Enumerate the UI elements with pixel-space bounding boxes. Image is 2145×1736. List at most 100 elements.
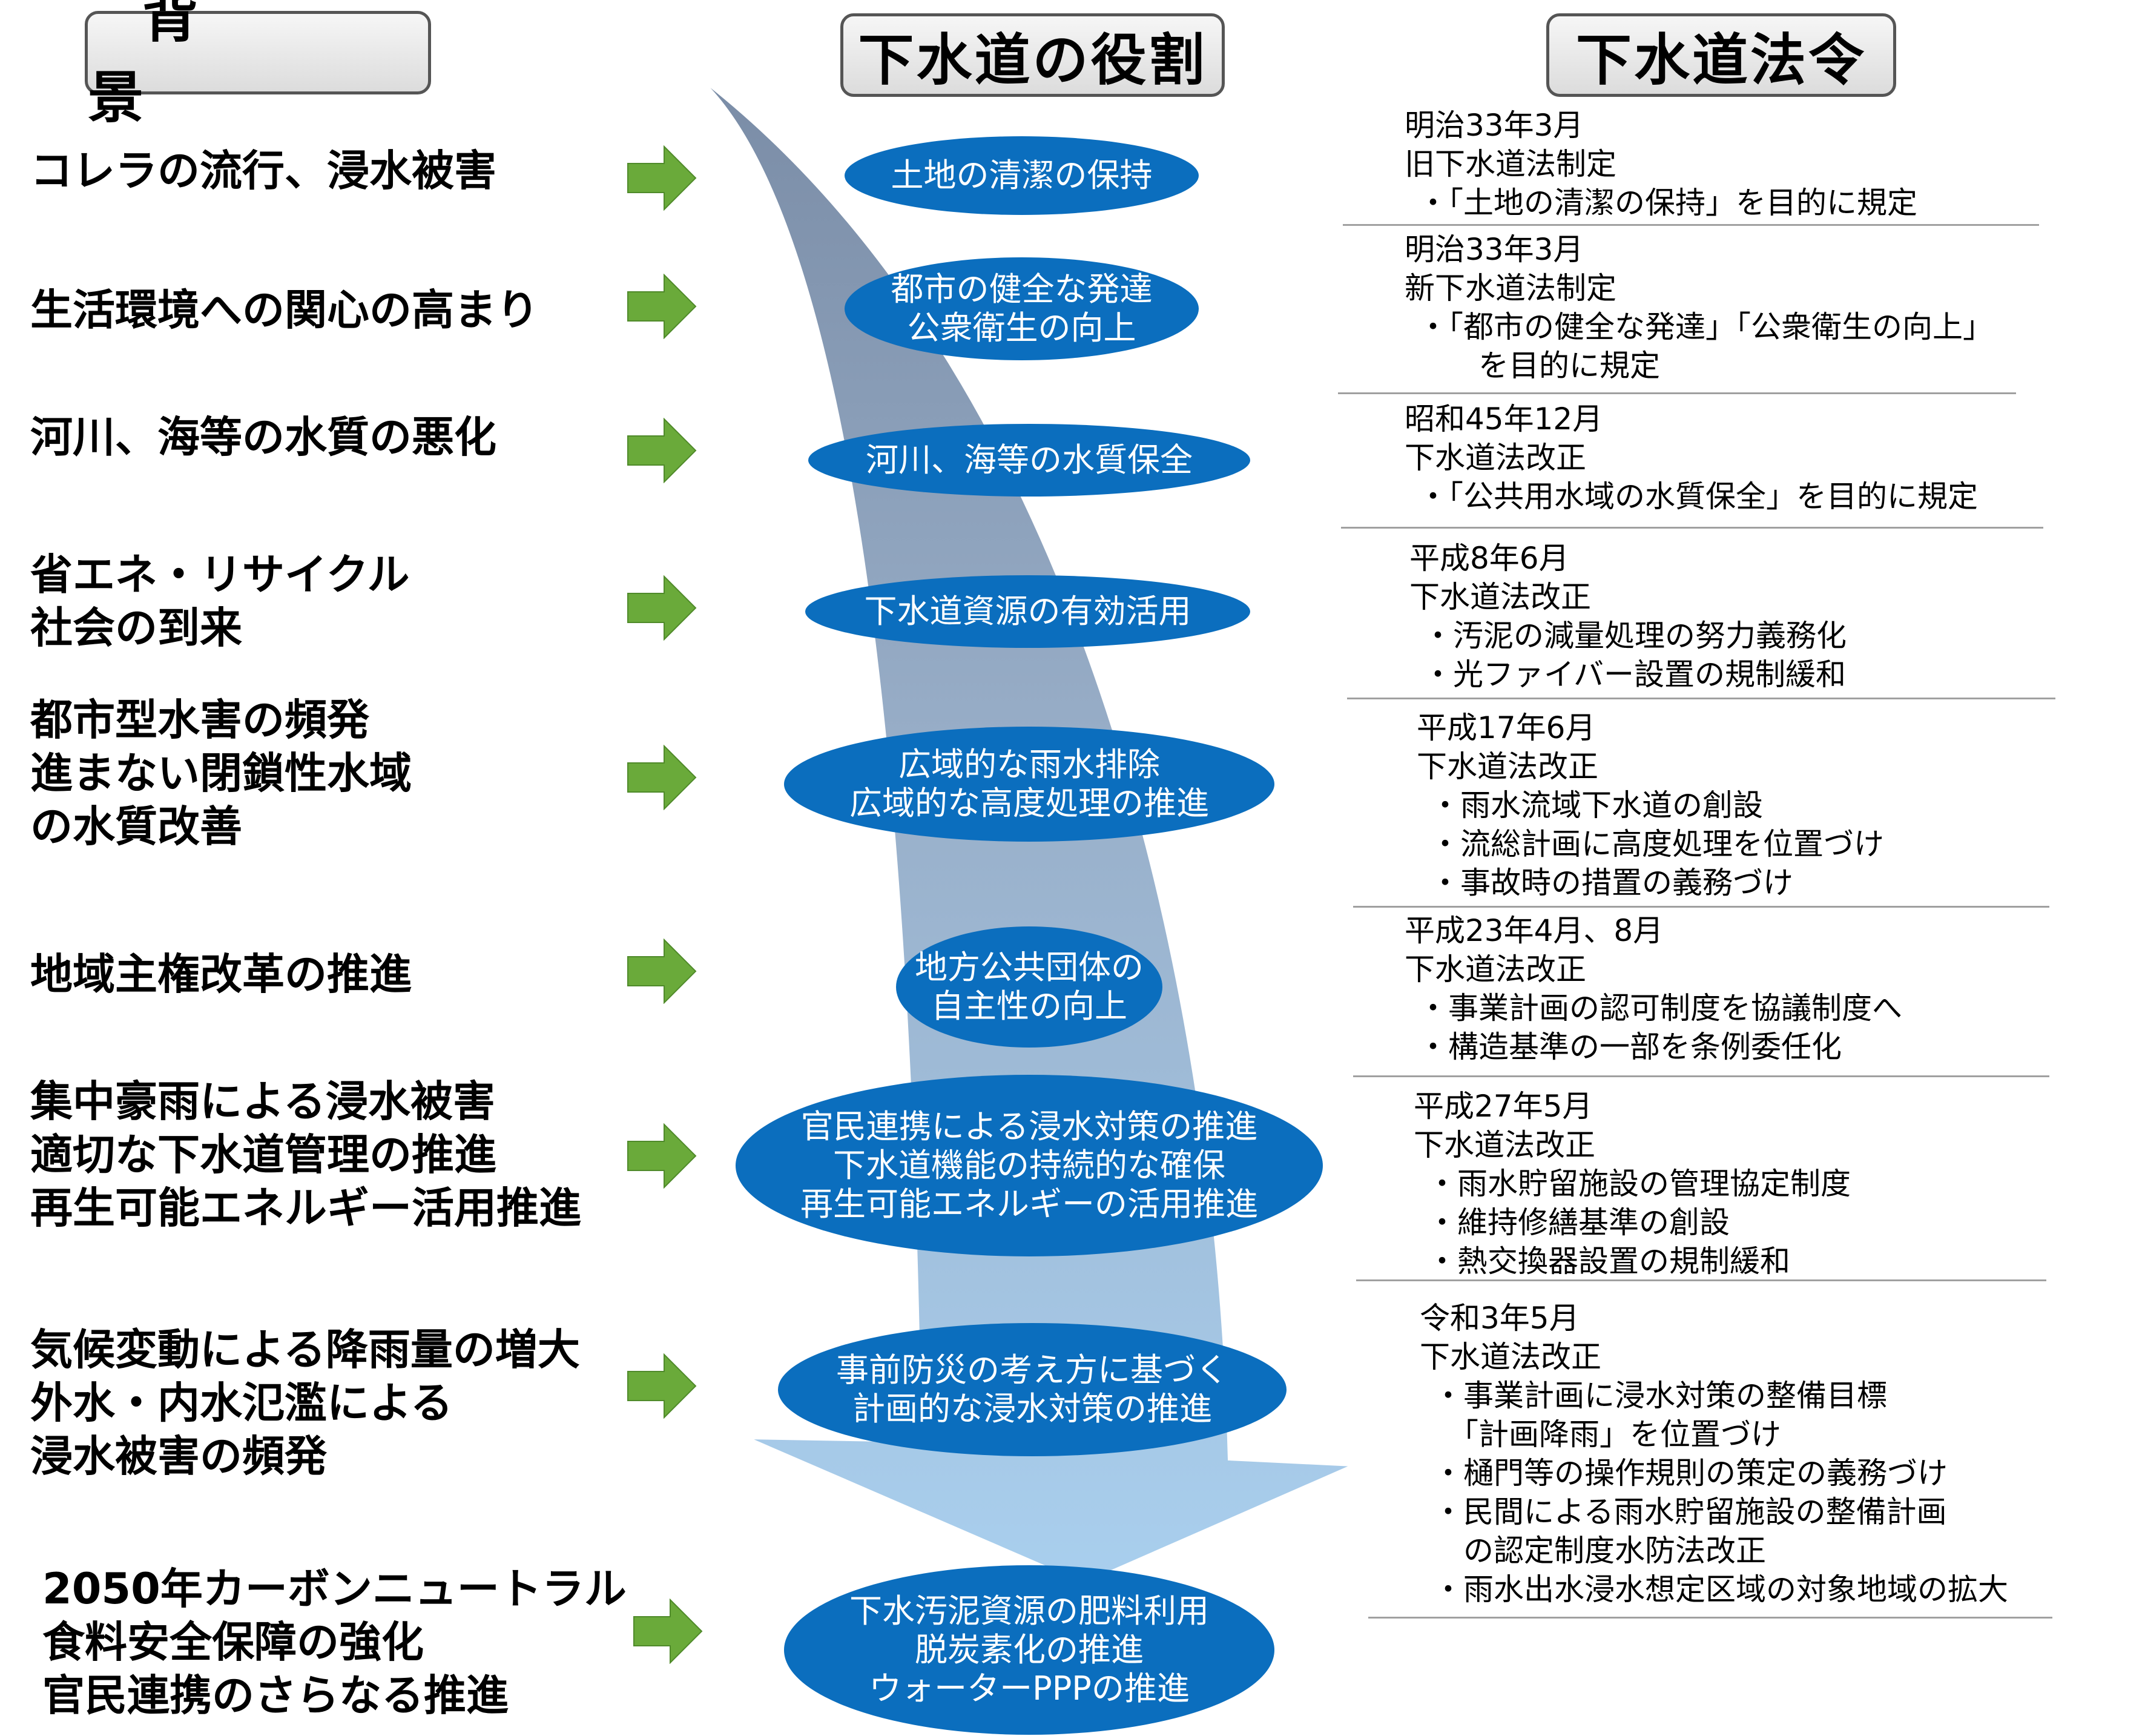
background-item: 集中豪雨による浸水被害適切な下水道管理の推進再生可能エネルギー活用推進 [30,1075,636,1235]
header-law: 下水道法令 [1546,13,1896,97]
law-divider [1353,906,2049,908]
role-line: ウォーターPPPの推進 [869,1669,1190,1708]
background-item: 河川、海等の水質の悪化 [30,411,636,464]
law-date: 平成17年6月 [1417,710,1596,745]
role-ellipse: 河川、海等の水質保全 [808,424,1250,497]
law-date: 明治33年3月 [1405,108,1584,143]
law-entry: 明治33年3月新下水道法制定・「都市の健全な発達」「公衆衛生の向上」 を目的に規… [1405,230,1993,385]
background-line: コレラの流行、浸水被害 [30,146,496,196]
role-line: 河川、海等の水質保全 [866,441,1193,479]
law-act: 下水道法改正 [1405,440,1586,475]
background-item: 2050年カーボンニュートラル食料安全保障の強化官民連携のさらなる推進 [42,1562,648,1722]
law-item: ・「公共用水域の水質保全」を目的に規定 [1418,479,1978,514]
background-line: 適切な下水道管理の推進 [30,1130,496,1180]
law-divider [1368,1617,2052,1619]
law-date: 明治33年3月 [1405,232,1584,267]
law-item: ・事業計画の認可制度を協議制度へ [1418,991,1902,1026]
background-line: 再生可能エネルギー活用推進 [30,1183,581,1233]
law-entry: 平成17年6月下水道法改正・雨水流域下水道の創設・流総計画に高度処理を位置づけ・… [1417,708,1884,902]
law-entry: 明治33年3月旧下水道法制定・「土地の清潔の保持」を目的に規定 [1405,106,1917,222]
law-act: 下水道法改正 [1405,952,1586,987]
role-ellipse: 下水汚泥資源の肥料利用脱炭素化の推進ウォーターPPPの推進 [784,1565,1274,1735]
role-ellipse: 地方公共団体の自主性の向上 [896,926,1162,1048]
role-ellipse: 都市の健全な発達公衆衛生の向上 [845,257,1199,360]
right-arrow-icon [627,274,697,339]
background-line: 2050年カーボンニュートラル [42,1564,627,1614]
law-item: ・事業計画に浸水対策の整備目標 [1433,1378,1887,1413]
background-line: 都市型水害の頻発 [30,695,369,745]
law-date: 平成27年5月 [1414,1089,1593,1124]
role-ellipse: 広域的な雨水排除広域的な高度処理の推進 [784,727,1274,842]
role-ellipse: 官民連携による浸水対策の推進下水道機能の持続的な確保再生可能エネルギーの活用推進 [736,1075,1323,1256]
law-item: を目的に規定 [1418,348,1660,383]
background-line: 気候変動による降雨量の増大 [30,1325,580,1375]
header-role: 下水道の役割 [840,13,1225,97]
law-act: 新下水道法制定 [1405,271,1616,306]
background-line: 官民連携のさらなる推進 [42,1671,509,1720]
right-arrow-icon [627,939,697,1004]
law-item: ・「都市の健全な発達」「公衆衛生の向上」 [1418,309,1993,345]
role-ellipse: 下水道資源の有効活用 [805,575,1250,648]
law-item: ・熱交換器設置の規制緩和 [1427,1244,1790,1279]
background-line: 浸水被害の頻発 [30,1431,327,1481]
background-line: 社会の到来 [30,603,242,653]
law-item: の認定制度水防法改正 [1433,1533,1766,1568]
role-line: 下水道機能の持続的な確保 [833,1146,1225,1184]
role-line: 下水汚泥資源の肥料利用 [849,1592,1209,1630]
role-line: 土地の清潔の保持 [891,156,1153,194]
background-line: 外水・内水氾濫による [30,1378,453,1428]
law-entry: 平成27年5月下水道法改正・雨水貯留施設の管理協定制度・維持修繕基準の創設・熱交… [1414,1087,1851,1281]
header-background: 背 景 [85,0,431,130]
law-item: ・雨水出水浸水想定区域の対象地域の拡大 [1433,1572,2008,1607]
role-ellipse: 事前防災の考え方に基づく計画的な浸水対策の推進 [778,1323,1287,1456]
law-item: ・構造基準の一部を条例委任化 [1418,1029,1842,1064]
law-divider [1343,224,2039,226]
law-item: ・雨水流域下水道の創設 [1430,788,1763,823]
background-item: 生活環境への関心の高まり [30,283,636,337]
background-line: 集中豪雨による浸水被害 [30,1077,495,1126]
role-line: 下水道資源の有効活用 [864,592,1191,630]
law-item: ・雨水貯留施設の管理協定制度 [1427,1166,1851,1201]
right-arrow-icon [627,418,697,483]
law-act: 下水道法改正 [1420,1339,1601,1375]
law-date: 昭和45年12月 [1405,401,1603,437]
role-line: 再生可能エネルギーの活用推進 [800,1185,1258,1223]
background-item: 地域主権改革の推進 [30,948,636,1001]
law-divider [1353,1075,2049,1077]
role-line: 広域的な高度処理の推進 [849,784,1209,822]
background-line: 河川、海等の水質の悪化 [30,412,496,462]
background-line: 省エネ・リサイクル [30,550,410,599]
law-act: 下水道法改正 [1409,579,1591,615]
role-line: 事前防災の考え方に基づく [836,1351,1228,1389]
law-entry: 平成8年6月下水道法改正・汚泥の減量処理の努力義務化・光ファイバー設置の規制緩和 [1409,539,1847,694]
law-item: ・維持修繕基準の創設 [1427,1205,1730,1240]
law-divider [1356,1279,2046,1281]
role-line: 広域的な雨水排除 [898,745,1160,784]
law-item: ・流総計画に高度処理を位置づけ [1430,827,1884,862]
right-arrow-icon [627,1353,697,1419]
law-date: 平成23年4月、8月 [1405,913,1664,948]
law-act: 下水道法改正 [1414,1127,1595,1163]
background-item: 省エネ・リサイクル社会の到来 [30,548,636,655]
background-line: の水質改善 [30,802,242,851]
right-arrow-icon [627,1123,697,1189]
law-item: ・「土地の清潔の保持」を目的に規定 [1418,185,1917,220]
right-arrow-icon [633,1599,703,1664]
right-arrow-icon [627,575,697,641]
law-item: ・民間による雨水貯留施設の整備計画 [1433,1494,1947,1530]
background-line: 進まない閉鎖性水域 [30,748,412,798]
role-line: 地方公共団体の [915,948,1144,986]
law-date: 平成8年6月 [1409,541,1569,576]
background-line: 地域主権改革の推進 [30,949,412,999]
law-act: 下水道法改正 [1417,749,1598,784]
law-entry: 令和3年5月下水道法改正・事業計画に浸水対策の整備目標 「計画降雨」を位置づけ・… [1420,1299,2008,1609]
role-ellipse: 土地の清潔の保持 [845,136,1199,215]
law-date: 令和3年5月 [1420,1301,1580,1336]
background-item: 気候変動による降雨量の増大外水・内水氾濫による浸水被害の頻発 [30,1323,636,1483]
law-item: ・汚泥の減量処理の努力義務化 [1423,618,1847,653]
law-divider [1347,698,2055,699]
role-line: 公衆衛生の向上 [907,309,1136,347]
law-act: 旧下水道法制定 [1405,147,1616,182]
role-line: 脱炭素化の推進 [915,1631,1144,1669]
right-arrow-icon [627,745,697,810]
